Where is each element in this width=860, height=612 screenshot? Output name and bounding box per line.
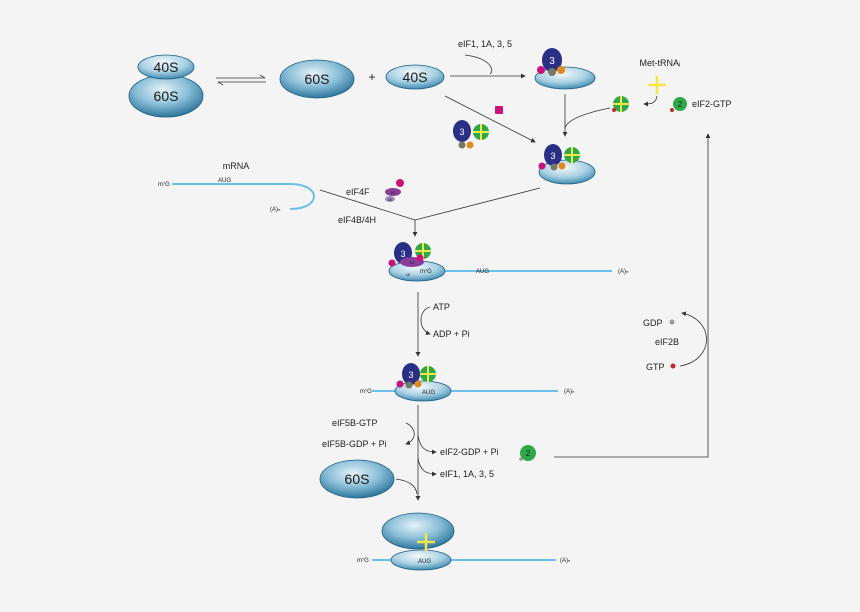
label-40s-free: 40S (403, 69, 428, 85)
arrow-ternary-join (564, 107, 611, 129)
ribosome-80s: 40S 60S (128, 54, 204, 118)
arrow-atp-hydrolysis (420, 306, 431, 336)
arrow-eif5b (405, 422, 415, 445)
label-60s-joining: 60S (345, 471, 370, 487)
free-40s-subunit: 40S (385, 64, 445, 90)
free-60s-subunit: 60S (279, 59, 355, 99)
eif2-label-bottom: 2 (526, 449, 531, 458)
arrow-eif-release (417, 457, 437, 477)
mrna-aug-label: AUG (218, 178, 231, 184)
gtp-dot (670, 363, 676, 369)
label-eif5b-gdp-pi: eIF5B-GDP + Pi (322, 439, 387, 449)
label-60s-free: 60S (305, 71, 330, 87)
label-60s: 60S (154, 88, 179, 104)
label-met-trna: Met-tRNAᵢ (640, 58, 681, 68)
label-gtp: GTP (646, 362, 665, 372)
label-adp-pi: ADP + Pi (433, 329, 470, 339)
cap-label-80s: m⁷G (357, 557, 369, 564)
label-eif2-gtp: eIF2-GTP (692, 99, 732, 109)
eif4f-complex: 4G 4E (385, 179, 404, 202)
eif4e-label: 4E (388, 197, 393, 202)
arrow-60s-join (395, 478, 418, 495)
label-eif2-gdp-pi: eIF2-GDP + Pi (440, 447, 499, 457)
ternary-complex (612, 96, 629, 112)
eif4g-label-48s: 4G (409, 260, 414, 265)
mrna-polya-label: (A)ₙ (270, 207, 281, 213)
cap-label-48s: m⁷G (420, 268, 432, 275)
polya-label-80s: (A)ₙ (560, 558, 571, 564)
complex-48s-aug: 3 m⁷G AUG (A)ₙ (360, 363, 575, 402)
mrna-strand: m⁷G AUG (A)ₙ (158, 178, 315, 213)
label-eif-release: eIF1, 1A, 3, 5 (440, 469, 494, 479)
eif3-label: 3 (549, 56, 555, 67)
label-atp: ATP (433, 302, 450, 312)
cap-label-aug: m⁷G (360, 388, 372, 395)
arrow-43s-converge (414, 187, 541, 221)
eif3-label-aug: 3 (408, 370, 413, 380)
arrow-eif2-release (417, 434, 437, 455)
complex-43s-pic: 3 (538, 144, 596, 185)
arrow-diagonal-40s (444, 95, 536, 143)
eif3-label-43s: 3 (550, 151, 555, 161)
arrow-recycle-eif2 (554, 133, 711, 458)
eif4g-label: 4G (390, 190, 395, 195)
complex-40s-eif3: 3 (534, 48, 596, 90)
label-eif1-1a-3-5: eIF1, 1A, 3, 5 (458, 39, 512, 49)
eif4e-label-48s: 4E (406, 272, 411, 277)
joining-60s-subunit: 60S (319, 459, 395, 499)
polya-label-aug: (A)ₙ (564, 389, 575, 395)
aug-label-80s: AUG (418, 559, 431, 565)
equilibrium-arrow (216, 74, 266, 86)
arrow-eif2b-exchange (679, 311, 707, 367)
factor-cluster: 3 (453, 106, 503, 149)
label-eif2b: eIF2B (655, 337, 679, 347)
label-eif5b-gtp: eIF5B-GTP (332, 418, 378, 428)
eif3-label-cluster: 3 (459, 127, 464, 137)
arrow-mrna-converge (319, 189, 416, 221)
gdp-dot (669, 319, 675, 325)
eif2-gtp-icon: 2 (670, 97, 687, 112)
mrna-cap-label: m⁷G (158, 181, 170, 188)
eif2-gdp-icon: 2 (519, 445, 536, 461)
label-mrna: mRNA (223, 161, 250, 171)
arrow-eif-join (464, 54, 493, 75)
label-eif4f: eIF4F (346, 187, 370, 197)
complex-80s-initiation: m⁷G AUG (A)ₙ (357, 512, 571, 571)
eif3-label-48s: 3 (400, 249, 405, 259)
eif2-label-top: 2 (678, 100, 683, 109)
met-trna-icon (648, 76, 666, 94)
label-gdp: GDP (643, 318, 663, 328)
label-eif4b-4h: eIF4B/4H (338, 215, 376, 225)
label-40s: 40S (154, 59, 179, 75)
aug-label-48s: AUG (476, 269, 489, 275)
plus-sign: + (368, 70, 375, 84)
aug-label-aug: AUG (422, 390, 435, 396)
polya-label-48s: (A)ₙ (618, 269, 629, 275)
complex-48s: 3 4G 4E m⁷G AUG (A)ₙ (388, 242, 629, 282)
arrow-trna-binding (643, 95, 658, 107)
